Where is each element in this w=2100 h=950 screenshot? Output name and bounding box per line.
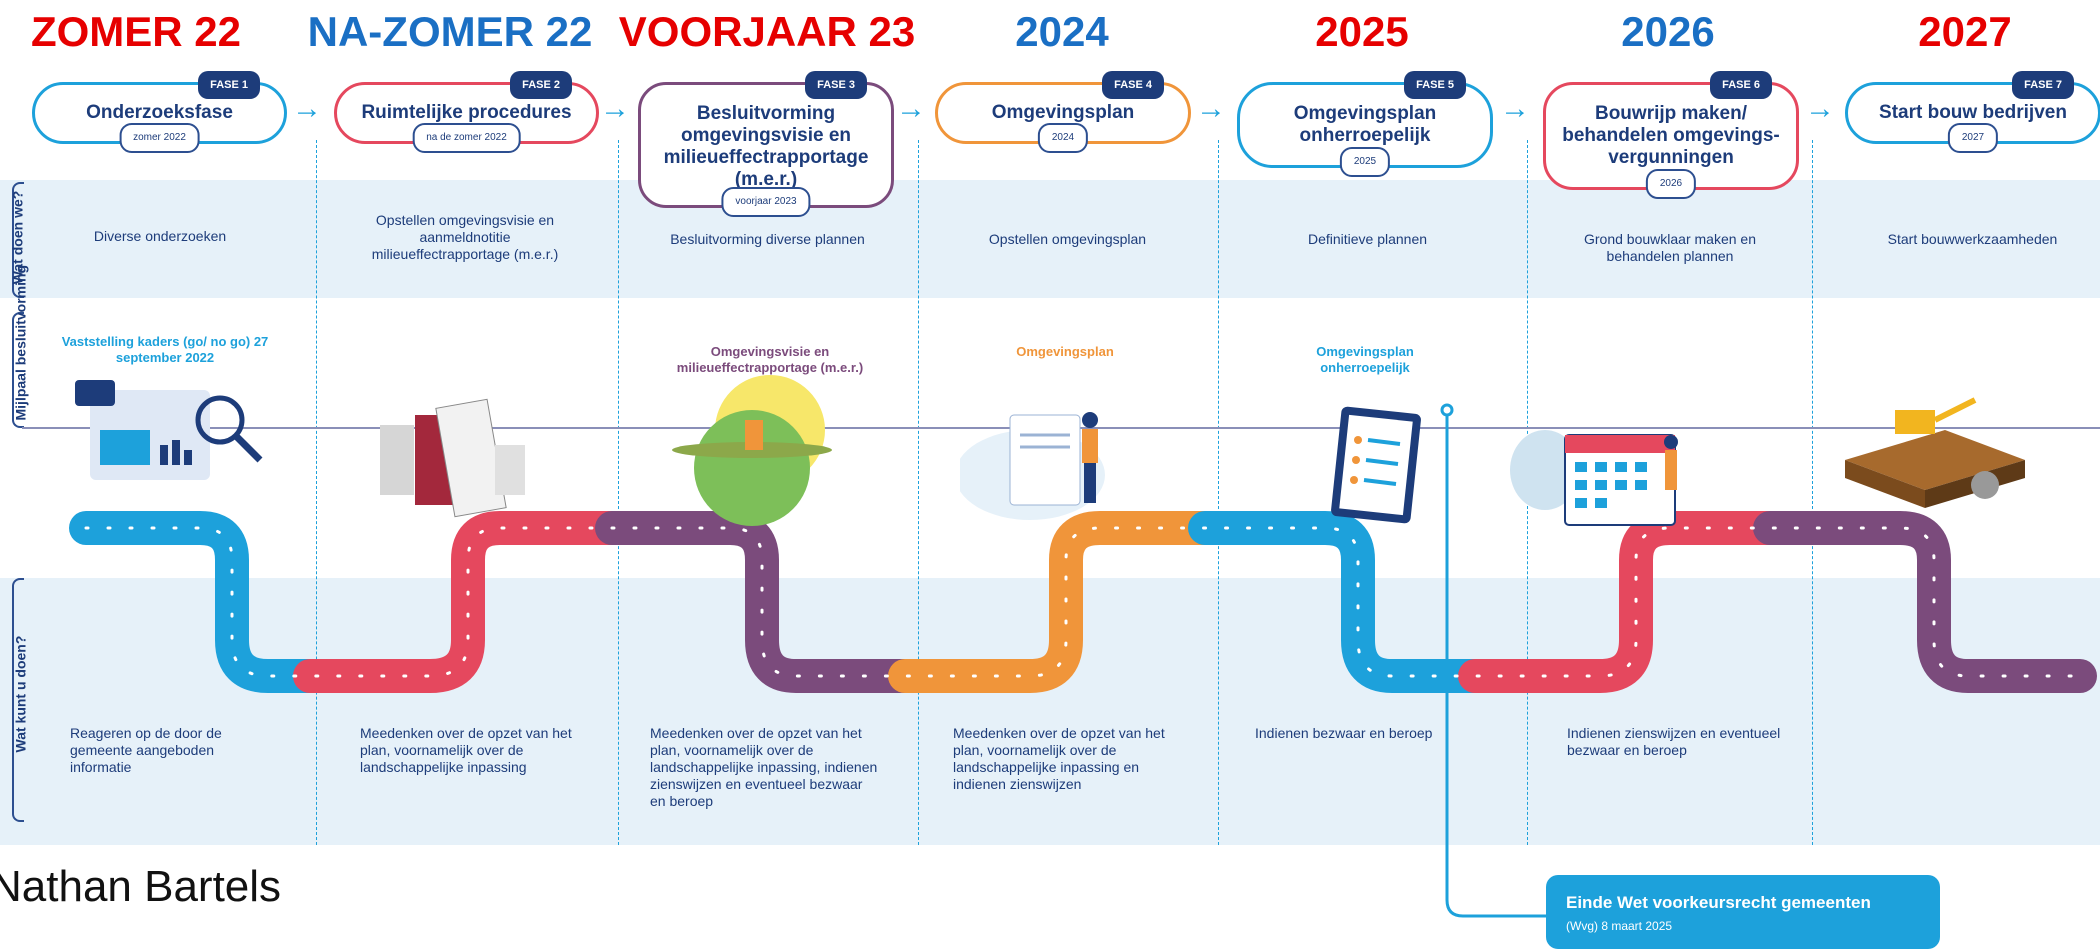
separator [1218,140,1219,845]
author-name: Nathan Bartels [0,862,282,911]
notice-box: Einde Wet voorkeursrecht gemeenten (Wvg)… [1546,875,1940,949]
headline-2024: 2024 [1015,8,1109,55]
fase-badge: FASE 5 [1404,71,1466,99]
phase-card-3: FASE 3 Besluitvorming omgevingsvisie en … [638,71,894,217]
notice-title: Einde Wet voorkeursrecht gemeenten [1566,893,1871,912]
phase-date: 2026 [1645,169,1697,199]
headline-2027: 2027 [1918,8,2012,55]
wat-kunt-u-1: Reageren op de door de gemeente aangebod… [70,725,222,775]
phase-title: Omgevingsplan [991,102,1135,123]
arrow-right-icon: → [896,92,926,125]
wat-kunt-u-4: Meedenken over de opzet van het plan, vo… [953,725,1165,792]
headline-na-zomer-22: NA-ZOMER 22 [307,8,593,55]
rowlabel-bracket-3 [12,578,24,822]
band-wat-kunt-u [0,578,2100,845]
milestone-3: Omgevingsplan [1016,344,1114,359]
fase-badge: FASE 1 [198,71,260,99]
rowlabel-bracket-1 [12,182,24,298]
phase-card-6: FASE 6 Bouwrijp maken/ behandelen omgevi… [1543,71,1799,199]
wat-kunt-u-2: Meedenken over de opzet van het plan, vo… [360,725,572,775]
band-wat-doen-we [0,180,2100,298]
phase-title: Start bouw bedrijven [1879,102,2067,123]
phase-card-5: FASE 5 Omgevingsplan onherroepelijk 2025 [1237,71,1493,177]
wat-doen-we-7: Start bouwwerkzaamheden [1887,231,2058,247]
phase-title: Omgevingsplan onherroepelijk [1293,103,1437,146]
wat-doen-we-6: Grond bouwklaar maken en behandelen plan… [1584,231,1756,264]
separator [316,140,317,845]
notice-subtitle: (Wvg) 8 maart 2025 [1566,919,1673,933]
fase-badge: FASE 6 [1710,71,1772,99]
phase-date: 2027 [1947,123,1999,153]
fase-badge: FASE 2 [510,71,572,99]
headline-2026: 2026 [1621,8,1715,55]
phase-date: voorjaar 2023 [721,187,811,217]
arrow-right-icon: → [1805,92,1835,125]
wat-kunt-u-6: Indienen zienswijzen en eventueel bezwaa… [1567,725,1781,758]
phase-title: Onderzoeksfase [86,102,233,123]
separator [618,140,619,845]
phase-date: zomer 2022 [119,123,200,153]
globe-illustration [672,375,832,526]
research-illustration [75,380,263,480]
phase-title: Ruimtelijke procedures [361,102,572,123]
headline-voorjaar-23: VOORJAAR 23 [618,8,916,55]
documents-illustration [380,398,525,518]
separator [918,140,919,845]
wat-doen-we-4: Opstellen omgevingsplan [988,231,1147,247]
rowlabel-wat-kunt-u: Wat kunt u doen? [12,635,29,753]
separator [1812,140,1813,845]
arrow-right-icon: → [292,92,322,125]
phase-card-2: FASE 2 Ruimtelijke procedures na de zome… [334,71,599,153]
author-backdrop [0,845,1345,950]
phase-card-1: FASE 1 Onderzoeksfase zomer 2022 [32,71,287,153]
arrow-right-icon: → [1196,92,1226,125]
calendar-illustration [1510,430,1678,526]
wat-doen-we-5: Definitieve plannen [1307,231,1428,247]
wat-kunt-u-3: Meedenken over de opzet van het plan, vo… [650,725,878,809]
phase-date: 2024 [1037,123,1089,153]
milestone-2: Omgevingsvisie en milieueffectrapportage… [676,344,864,375]
arrow-right-icon: → [1500,92,1530,125]
phase-card-4: FASE 4 Omgevingsplan 2024 [935,71,1191,153]
wat-doen-we-2: Opstellen omgevingsvisie en aanmeldnotit… [371,212,559,262]
fase-badge: FASE 7 [2012,71,2074,99]
fase-badge: FASE 4 [1102,71,1164,99]
rowlabel-mijlpaal-text: Mijlpaal besluitvorming [12,264,29,421]
phase-card-7: FASE 7 Start bouw bedrijven 2027 [1845,71,2100,153]
fase-badge: FASE 3 [805,71,867,99]
wat-doen-we-3: Besluitvorming diverse plannen [670,231,865,247]
wat-doen-we-1: Diverse onderzoeken [93,228,227,244]
rowlabel-mijlpaal: Mijlpaal besluitvorming [13,265,29,421]
plan-person-illustration [960,412,1105,520]
rowlabel-bracket-2 [12,312,24,428]
milestone-4: Omgevingsplan onherroepelijk [1316,344,1414,375]
phase-title: Bouwrijp maken/ behandelen omgevings-ver… [1562,103,1780,168]
phase-date: na de zomer 2022 [412,123,521,153]
construction-illustration [1845,397,2025,508]
arrow-right-icon: → [600,92,630,125]
clipboard-illustration [1331,406,1421,524]
headline-zomer-22: ZOMER 22 [30,8,242,55]
phase-date: 2025 [1339,147,1391,177]
wat-kunt-u-5: Indienen bezwaar en beroep [1255,725,1433,741]
milestone-1: Vaststelling kaders (go/ no go) 27 septe… [61,334,269,365]
headline-2025: 2025 [1315,8,1409,55]
phase-title: Besluitvorming omgevingsvisie en milieue… [663,103,869,190]
